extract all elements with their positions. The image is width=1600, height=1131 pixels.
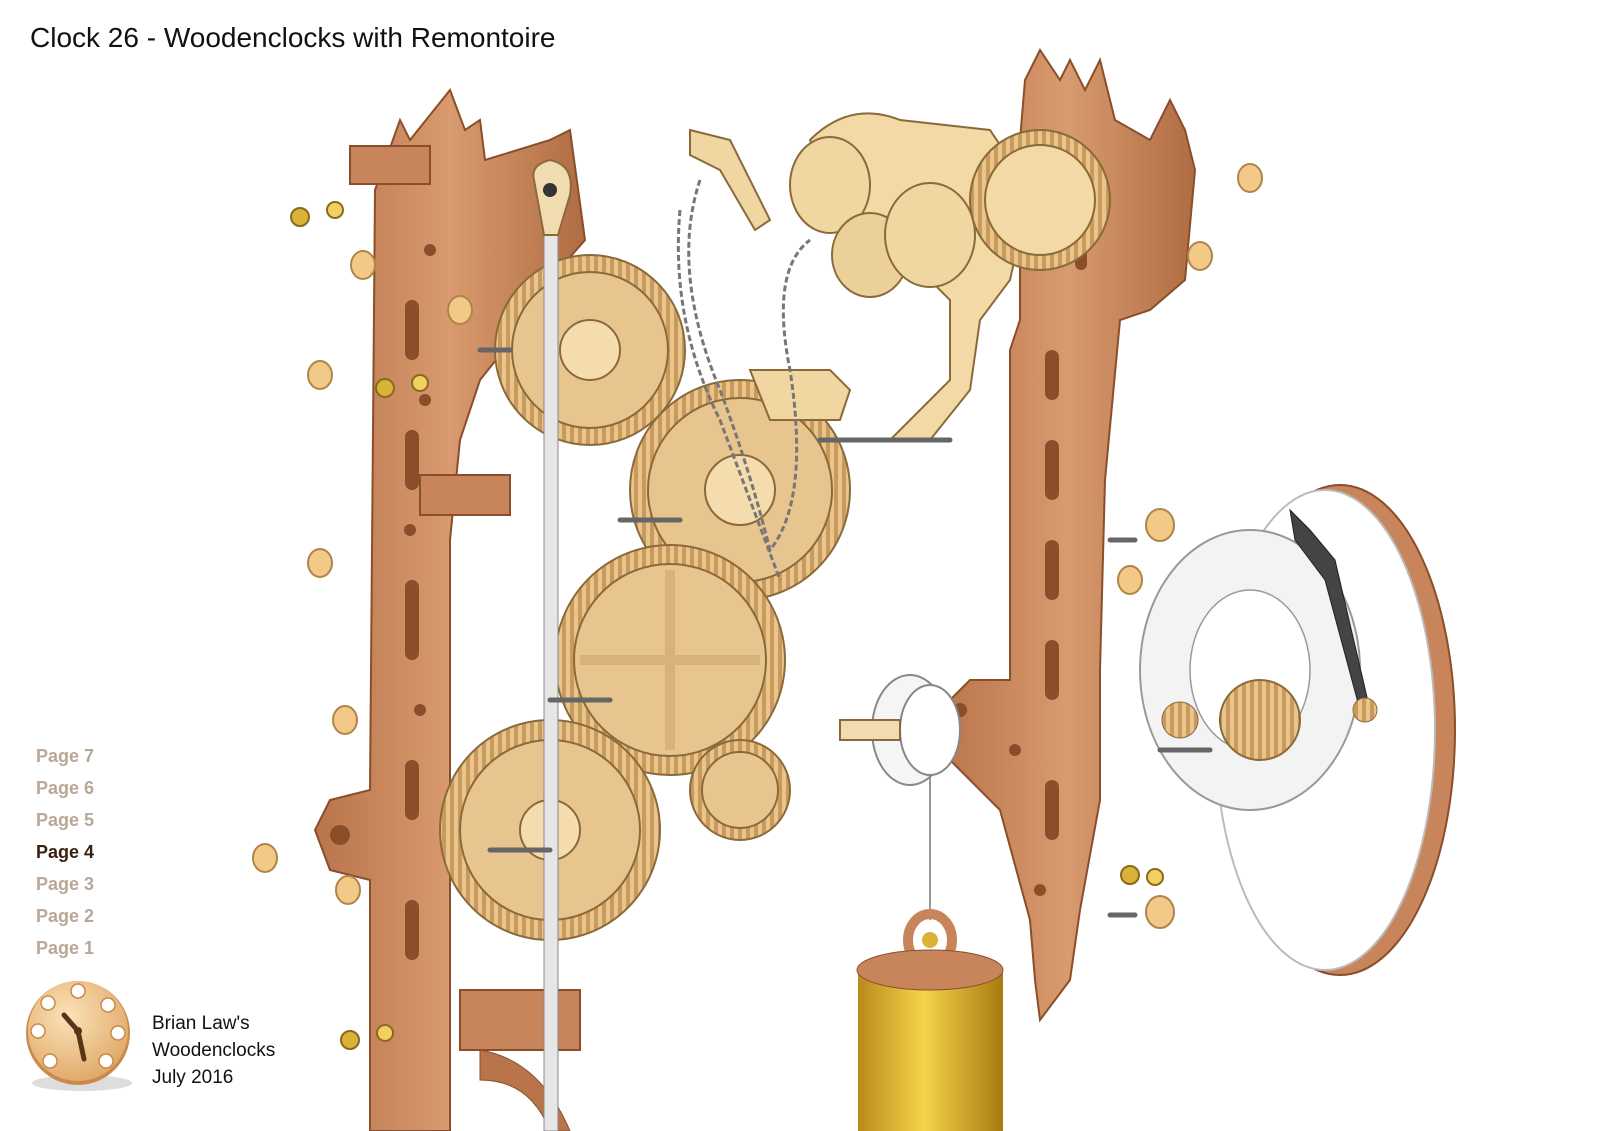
nav-page-5[interactable]: Page 5 xyxy=(36,810,95,830)
arbor-rods xyxy=(477,347,1213,918)
clock-exploded-view-illustration xyxy=(252,48,1456,1131)
credit-author: Brian Law's xyxy=(152,1013,250,1034)
nav-page-2[interactable]: Page 2 xyxy=(36,906,95,926)
credit-date: July 2016 xyxy=(152,1067,234,1088)
drive-cord xyxy=(532,158,572,1131)
page-title: Clock 26 - Woodenclocks with Remontoire xyxy=(30,22,556,53)
nav-page-6[interactable]: Page 6 xyxy=(36,778,95,798)
credit-site: Woodenclocks xyxy=(152,1040,276,1061)
drive-weight xyxy=(856,740,1004,1131)
woodenclocks-logo-icon[interactable] xyxy=(20,975,140,1095)
nav-page-4[interactable]: Page 4 xyxy=(36,842,95,862)
author-credit: Brian Law's Woodenclocks July 2016 xyxy=(152,1010,275,1091)
wooden-pegs xyxy=(252,163,1263,929)
weight-pulley xyxy=(839,674,961,786)
clock-dial xyxy=(1139,484,1456,976)
remontoire-assembly xyxy=(689,112,1111,441)
gear-train xyxy=(439,254,851,941)
left-frame xyxy=(313,88,587,1131)
nav-page-3[interactable]: Page 3 xyxy=(36,874,95,894)
drive-chains xyxy=(676,179,811,581)
nav-page-1[interactable]: Page 1 xyxy=(36,938,95,958)
nav-page-7[interactable]: Page 7 xyxy=(36,746,95,766)
right-frame xyxy=(938,48,1197,1023)
page-navigation: Page 7 Page 6 Page 5 Page 4 Page 3 Page … xyxy=(36,740,94,964)
brass-fasteners xyxy=(290,201,1164,1050)
